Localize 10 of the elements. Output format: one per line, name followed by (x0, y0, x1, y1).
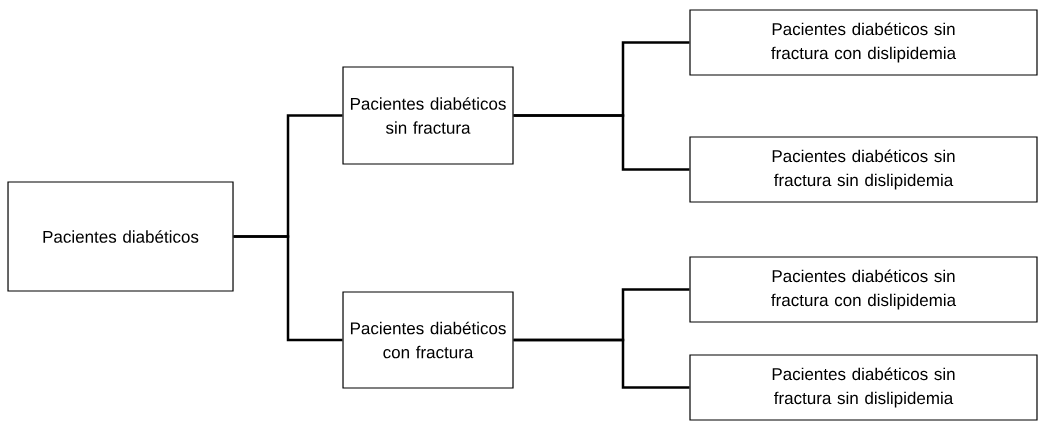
process-box: Pacientes diabéticos sin fractura sin dislipidemia (689, 136, 1038, 203)
process-box: Pacientes diabéticos sin fractura con dislipidemia (689, 256, 1038, 323)
process-box: Pacientes diabéticos sin fractura con dislipidemia (689, 9, 1038, 76)
process-box: Pacientes diabéticos sin fractura (342, 66, 514, 165)
process-box: Pacientes diabéticos (7, 181, 234, 292)
connector-line (513, 338, 690, 389)
process-box: Pacientes diabéticos sin fractura sin dislipidemia (689, 354, 1038, 421)
connector-line (233, 235, 343, 342)
connector-line (513, 114, 690, 171)
process-box: Pacientes diabéticos con fractura (342, 291, 514, 389)
